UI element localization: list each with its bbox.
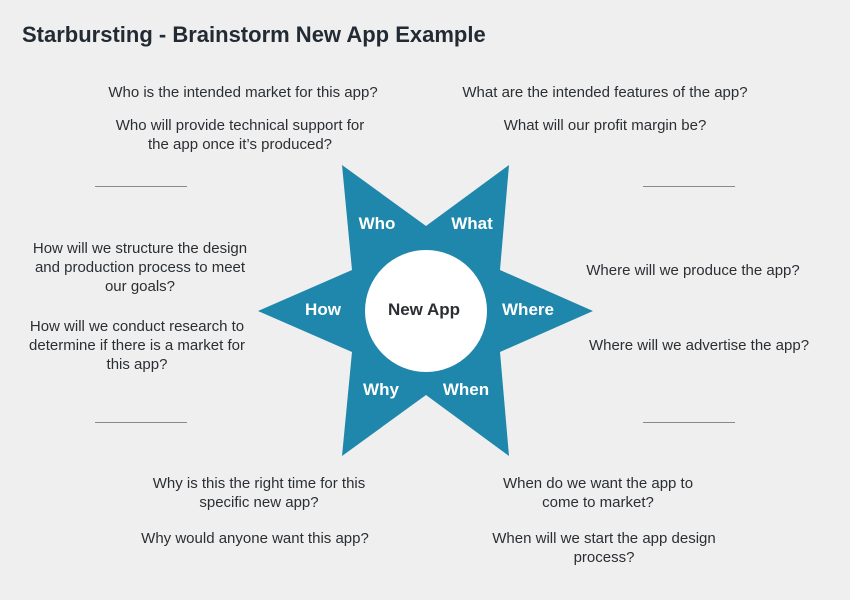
center-circle [365,250,487,372]
divider-bottom-left [95,422,187,423]
star-label-how: How [305,300,342,319]
what-question-2: What will our profit margin be? [503,117,707,134]
star-label-what: What [451,214,493,233]
how-question-2: How will we conduct research to determin… [29,318,245,373]
when-question-1: When do we want the app to come to marke… [502,475,694,511]
divider-top-left [95,186,187,187]
why-question-2: Why would anyone want this app? [141,530,369,547]
star-label-where: Where [502,300,554,319]
page-title: Starbursting - Brainstorm New App Exampl… [22,22,486,47]
who-question-1: Who is the intended market for this app? [108,84,378,101]
who-question-2: Who will provide technical support for t… [115,117,365,153]
when-question-2: When will we start the app design proces… [492,530,716,566]
where-question-1: Where will we produce the app? [586,262,800,279]
star-label-when: When [443,380,489,399]
center-label: New App [388,300,460,319]
divider-bottom-right [643,422,735,423]
star-label-why: Why [363,380,399,399]
what-question-1: What are the intended features of the ap… [462,84,748,101]
how-question-1: How will we structure the design and pro… [32,240,248,295]
divider-top-right [643,186,735,187]
star-label-who: Who [359,214,396,233]
where-question-2: Where will we advertise the app? [588,337,810,354]
why-question-1: Why is this the right time for this spec… [152,475,366,511]
